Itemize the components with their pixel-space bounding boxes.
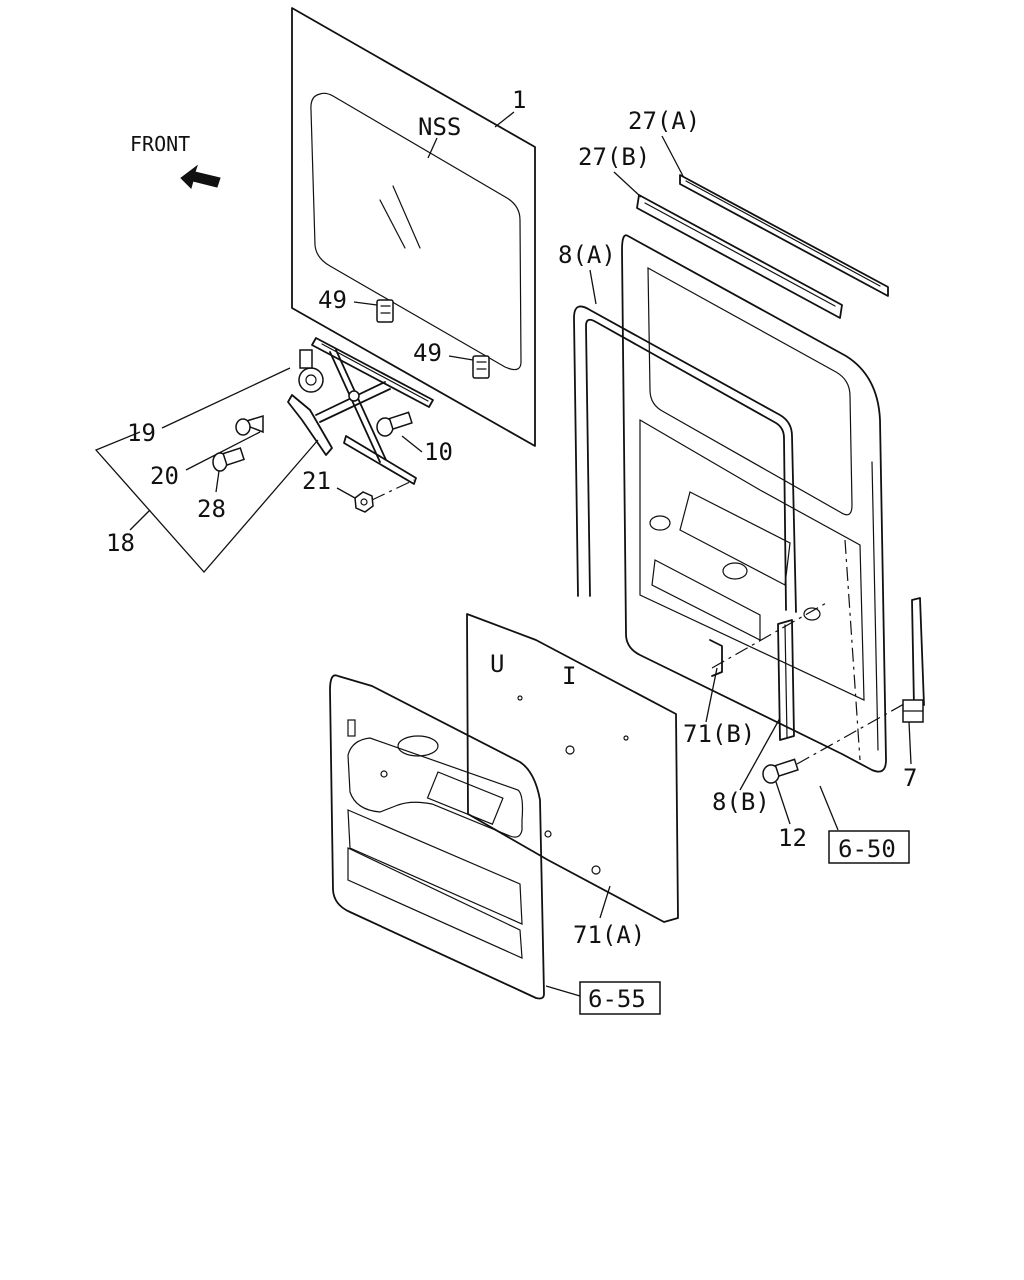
callout-7: 7 <box>903 764 917 792</box>
glass-marking: NSS <box>418 113 461 141</box>
callout-12: 12 <box>778 824 807 852</box>
door-shell <box>621 234 887 773</box>
window-regulator: 19 <box>127 337 434 485</box>
ref-6-50-label: 6-50 <box>838 835 896 863</box>
link-rod-7: 7 <box>902 597 925 792</box>
callout-8b: 8(B) <box>712 788 770 816</box>
weatherstrip-8b: 8(B) <box>712 619 795 816</box>
callout-1: 1 <box>512 86 526 114</box>
callout-19: 19 <box>127 419 156 447</box>
callout-20: 20 <box>150 462 179 490</box>
glass-clip-49: 49 49 <box>318 286 490 379</box>
callout-10: 10 <box>424 438 453 466</box>
ref-6-55-label: 6-55 <box>588 985 646 1013</box>
rivet-20: 20 <box>150 414 264 490</box>
callout-71b: 71(B) <box>683 720 755 748</box>
weatherstrip-8a: 8(A) <box>558 241 797 613</box>
bolt-12: 12 <box>762 703 905 852</box>
weatherstrip-27: 27(A) 27(B) <box>578 107 889 319</box>
callout-27a: 27(A) <box>628 107 700 135</box>
callout-27b: 27(B) <box>578 143 650 171</box>
front-arrow-icon <box>180 164 221 189</box>
callout-28: 28 <box>197 495 226 523</box>
callout-49-right: 49 <box>413 339 442 367</box>
callout-49-left: 49 <box>318 286 347 314</box>
callout-21: 21 <box>302 467 331 495</box>
front-indicator: FRONT <box>130 132 221 189</box>
inner-panel-71a: U I 71(A) <box>466 613 679 949</box>
assembly-bracket-18: 18 <box>94 431 319 573</box>
callout-18: 18 <box>106 529 135 557</box>
nut-21: 21 <box>302 467 415 513</box>
front-label: FRONT <box>130 132 190 156</box>
panel-mark-u: U <box>490 650 504 678</box>
clip-71b: 71(B) <box>683 639 755 748</box>
bolt-10: 10 <box>376 411 453 466</box>
callout-8a: 8(A) <box>558 241 616 269</box>
panel-mark-i: I <box>562 662 576 690</box>
bolt-28: 28 <box>197 447 245 523</box>
door-glass: NSS 1 <box>291 7 536 447</box>
reference-6-55: 6-55 <box>545 981 661 1015</box>
door-trim-panel <box>329 674 552 1000</box>
reference-6-50: 6-50 <box>819 785 910 864</box>
callout-71a: 71(A) <box>573 921 645 949</box>
